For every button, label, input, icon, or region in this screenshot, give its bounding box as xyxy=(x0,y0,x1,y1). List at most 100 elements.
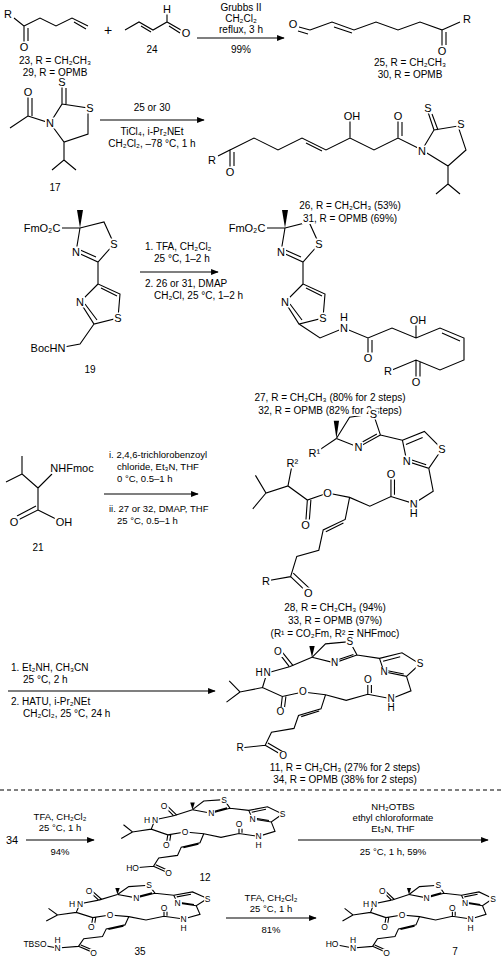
atom-label: H xyxy=(162,4,172,15)
reaction-condition: chloride, Et₃N, THF xyxy=(116,462,200,472)
atom-label: H xyxy=(387,703,396,713)
atom-label: O xyxy=(87,923,96,932)
atom-label: O xyxy=(9,517,20,528)
atom-label: S xyxy=(437,444,446,455)
reaction-condition: ethyl chloroformate xyxy=(352,813,435,823)
compound-caption: 24 xyxy=(145,45,158,55)
reaction-condition: TFA, CH₂Cl₂ xyxy=(33,812,88,822)
atom-label: N xyxy=(53,944,61,953)
atom-label: N xyxy=(173,899,181,908)
atom-label: S xyxy=(369,408,378,419)
compound-caption: 7 xyxy=(451,947,459,957)
atom-label: S xyxy=(57,77,66,88)
atom-label: O xyxy=(273,647,283,657)
atom-label: R xyxy=(462,14,472,25)
atom-label: TBSO xyxy=(22,940,47,949)
atom-label: O xyxy=(322,488,333,499)
atom-label: O xyxy=(164,869,173,878)
compound-caption: 33, R = OPMB (97%) xyxy=(287,616,383,626)
atom-label: N xyxy=(330,658,339,668)
atom-label: S xyxy=(220,795,228,804)
atom-label: N xyxy=(467,915,475,924)
reaction-condition: 2. HATU, i-Pr₂NEt xyxy=(10,697,91,707)
atom-label: N xyxy=(71,247,81,258)
atom-label: H xyxy=(179,924,187,933)
molecule-bonds xyxy=(121,800,282,873)
atom-label: FmO₂C xyxy=(228,223,267,234)
compound-caption: 17 xyxy=(48,183,61,193)
reaction-condition: 2. 26 or 31, DMAP xyxy=(144,279,228,289)
reaction-condition: CH₂Cl, 25 °C, 1–2 h xyxy=(153,291,244,301)
plus-sign: + xyxy=(103,23,113,37)
atom-label: O xyxy=(160,802,169,811)
atom-label: O xyxy=(276,707,286,717)
atom-label: FmO₂C xyxy=(23,223,62,234)
atom-label: R xyxy=(3,9,13,20)
atom-label: O xyxy=(363,675,373,685)
atom-label: S xyxy=(345,637,354,647)
atom-label: S xyxy=(314,239,323,250)
atom-label: O xyxy=(382,948,391,957)
reaction-condition: NH₂OTBS xyxy=(370,802,415,812)
atom-label: S xyxy=(113,313,122,324)
atom-label: HO xyxy=(325,940,340,949)
compound-caption: 34 xyxy=(5,835,19,846)
atom-label: H xyxy=(143,816,151,825)
compound-caption: 29, R = OPMB xyxy=(22,68,89,78)
atom-label: R xyxy=(207,155,217,166)
atom-label: O xyxy=(378,887,387,896)
atom-label: O xyxy=(23,87,34,98)
compound-caption: 32, R = OPMB (82% for 2 steps) xyxy=(257,406,403,416)
reaction-condition: 1. Et₂NH, CH₃CN xyxy=(10,663,89,673)
compound-caption: 30, R = OPMB xyxy=(377,70,444,80)
reaction-condition: 25 °C, 1 h, 59% xyxy=(359,847,428,857)
reaction-condition: 1. TFA, CH₂Cl₂ xyxy=(144,242,212,252)
reaction-condition: 25 °C, 1 h xyxy=(38,823,82,833)
atom-label: O xyxy=(235,820,244,829)
atom-label: R xyxy=(261,576,271,587)
atom-label: OH xyxy=(409,315,428,326)
molecule-bonds xyxy=(6,14,466,520)
atom-label: O xyxy=(162,841,171,850)
reaction-condition: 94% xyxy=(49,847,70,857)
atom-label: O xyxy=(393,111,404,122)
reaction-arrow xyxy=(8,38,488,918)
atom-label: O xyxy=(386,468,397,479)
atom-label: S xyxy=(423,103,432,114)
reaction-condition: Et₃N, THF xyxy=(370,824,415,834)
atom-label: S xyxy=(435,881,443,890)
reaction-condition: TFA, CH₂Cl₂ xyxy=(244,893,299,903)
reaction-condition: 25 °C, 1 h xyxy=(249,904,293,914)
compound-caption: 31, R = OPMB (69%) xyxy=(302,214,398,224)
atom-label: R¹ xyxy=(308,448,322,459)
compound-caption: 12 xyxy=(198,873,211,883)
atom-label: H xyxy=(409,507,419,518)
reaction-condition: Grubbs II xyxy=(219,3,262,13)
reaction-condition: 81% xyxy=(260,925,281,935)
atom-label: H xyxy=(53,936,61,945)
atom-label: O xyxy=(398,911,407,920)
atom-label: H xyxy=(254,668,263,678)
atom-label: N xyxy=(402,456,412,467)
atom-label: N xyxy=(461,899,469,908)
atom-label: O xyxy=(160,903,169,912)
atom-label: O xyxy=(380,923,389,932)
reaction-condition: 99% xyxy=(230,45,252,55)
atom-label: H xyxy=(349,936,357,945)
atom-label: H xyxy=(339,312,349,323)
atom-label: S xyxy=(489,894,497,903)
atom-label: N xyxy=(179,915,187,924)
atom-label: HO xyxy=(125,864,140,873)
atom-label: S xyxy=(109,239,118,250)
atom-label: N xyxy=(276,247,286,258)
atom-label: N xyxy=(353,442,363,453)
atom-label: S xyxy=(85,103,94,114)
atom-label: N xyxy=(262,668,271,678)
compound-caption: 11, R = CH₂CH₃ (27% for 2 steps) xyxy=(269,763,421,773)
reaction-condition: 25 °C, 0.5–1 h xyxy=(116,516,179,526)
atom-label: O xyxy=(363,353,374,364)
atom-label: O xyxy=(303,588,314,599)
atom-label: H xyxy=(467,924,475,933)
reaction-condition: reflux, 3 h xyxy=(218,25,264,35)
